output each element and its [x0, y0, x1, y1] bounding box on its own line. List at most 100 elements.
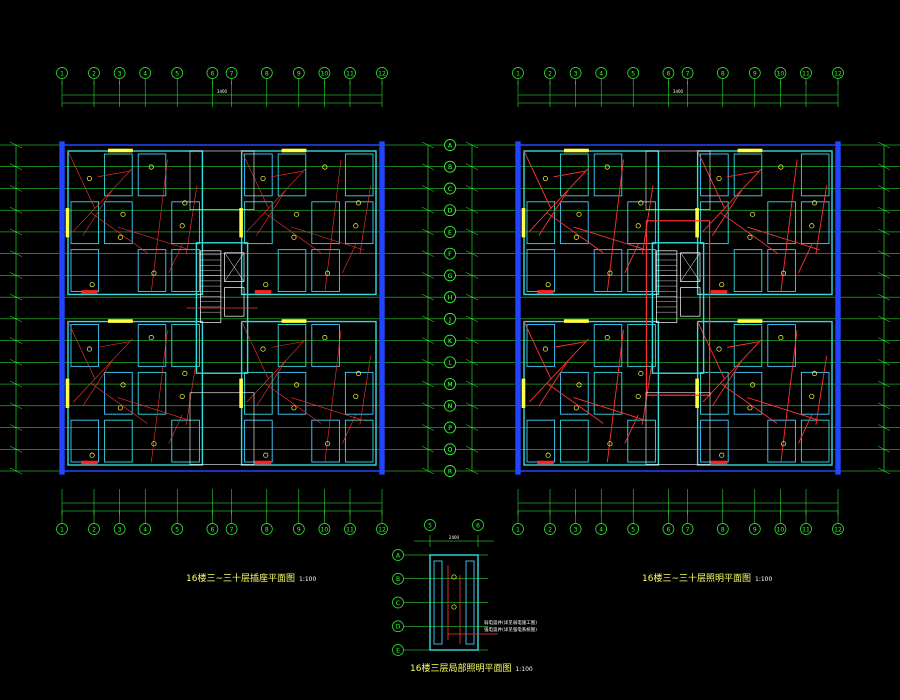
elevator-shaft	[224, 252, 245, 282]
axis-bubble-circle	[206, 523, 219, 535]
axis-bubble-label: B	[448, 164, 452, 171]
circuit-wire	[797, 414, 813, 444]
light-fixture-symbol	[545, 282, 551, 288]
detail-axis-bubble: 6	[472, 519, 484, 531]
circuit-wire	[185, 355, 198, 425]
axis-bubble-label: 5	[631, 70, 635, 77]
light-fixture-symbol	[573, 234, 579, 240]
detail-note-1: 弱电竖井(详见弱电施工图)	[484, 619, 537, 626]
axis-bubble-top: 1	[56, 67, 68, 79]
axis-bubble-label: E	[448, 229, 452, 236]
room-wall	[244, 201, 273, 245]
axis-bubble-label: 6	[210, 70, 214, 77]
circuit-wire	[720, 212, 778, 254]
axis-bubble-bottom: 4	[139, 523, 152, 535]
axis-bubble-label: 8	[265, 526, 269, 533]
light-fixture-symbol	[294, 211, 300, 217]
axis-bubble-label: 11	[346, 526, 354, 533]
axis-bubble-bottom: 10	[774, 523, 787, 535]
axis-bubble-bottom: 8	[716, 523, 729, 535]
balcony-mark	[81, 460, 98, 465]
axis-bubble-label: 5	[631, 526, 635, 533]
axis-bubble-top: 6	[662, 67, 675, 79]
axis-bubble-circle	[392, 620, 404, 633]
axis-bubble-top: 10	[318, 67, 331, 79]
room-wall	[767, 201, 796, 245]
light-fixture-symbol	[811, 200, 818, 206]
axis-bubble-circle	[444, 399, 456, 412]
axis-bubble-top: 8	[260, 67, 273, 79]
circuit-wire	[702, 338, 763, 403]
light-fixture-symbol	[355, 370, 362, 377]
circuit-wire	[90, 382, 148, 424]
room-wall	[311, 324, 340, 367]
light-fixture-symbol	[573, 405, 579, 411]
light-fixture-symbol	[117, 234, 123, 240]
axis-bubble-circle	[225, 523, 238, 535]
axis-bubble-bottom: 6	[206, 523, 219, 535]
light-fixture-symbol	[716, 175, 722, 182]
axis-bubble-label: D	[448, 208, 453, 215]
axis-bubble-bottom: 5	[627, 523, 640, 535]
room-wall	[627, 201, 656, 245]
axis-bubble-label: Q	[448, 447, 453, 454]
axis-bubble-circle	[113, 67, 126, 79]
axis-bubble-top: 9	[292, 67, 305, 79]
light-fixture-symbol	[322, 335, 328, 341]
circuit-wire	[538, 189, 569, 236]
detail-fixture-symbol	[451, 574, 457, 580]
light-fixture-symbol	[545, 452, 551, 458]
light-fixture-symbol	[638, 370, 644, 377]
axis-bubble-circle	[392, 572, 404, 585]
axis-bubble-bottom: 2	[88, 523, 100, 535]
axis-bubble-label: N	[448, 403, 453, 410]
axis-bubble-label: 8	[721, 70, 725, 77]
light-fixture-symbol	[151, 441, 157, 447]
light-fixture-symbol	[322, 164, 328, 170]
light-fixture-symbol	[809, 223, 815, 229]
room-wall	[800, 371, 830, 415]
light-fixture-symbol	[542, 175, 548, 182]
axis-bubble-label: D	[396, 624, 401, 631]
light-fixture-symbol	[86, 175, 92, 182]
elevator-shaft	[224, 287, 245, 317]
axis-bubble-circle	[627, 523, 640, 535]
room-wall	[311, 419, 340, 463]
circuit-wire	[342, 414, 357, 444]
axis-bubble-circle	[444, 160, 456, 173]
axis-bubble-circle	[444, 247, 456, 260]
apartment-unit-wall	[523, 320, 660, 466]
axis-bubble-circle	[292, 523, 305, 535]
axis-bubble-top: 7	[225, 67, 238, 79]
plan-2-scale: 1:100	[755, 576, 773, 583]
room-wall	[800, 153, 830, 197]
axis-bubble-left: P	[444, 421, 456, 434]
room-wall	[277, 249, 307, 292]
axis-bubble-bottom: 4	[595, 523, 608, 535]
circuit-wire	[553, 341, 586, 348]
circuit-wire	[67, 150, 96, 209]
window-mark	[521, 378, 526, 408]
room-wall	[733, 324, 763, 367]
room-wall	[344, 153, 374, 197]
axis-bubble-label: 11	[346, 70, 354, 77]
axis-bubble-label: 3	[118, 70, 122, 77]
light-fixture-symbol	[576, 211, 582, 217]
detail-dimension-total: 2400	[449, 535, 460, 540]
axis-bubble-left: R	[444, 465, 456, 477]
light-fixture-symbol	[781, 441, 787, 447]
light-fixture-symbol	[263, 282, 269, 288]
axis-bubble-label: 5	[175, 526, 179, 533]
axis-bubble-top: 5	[171, 67, 184, 79]
axis-bubble-circle	[424, 519, 436, 531]
light-fixture-symbol	[148, 335, 154, 341]
detail-note-2: 强电竖井(详见强电系统图)	[484, 626, 537, 633]
axis-bubble-top: 4	[139, 67, 152, 79]
axis-bubble-bottom: 11	[344, 523, 356, 535]
axis-bubble-top: 10	[774, 67, 787, 79]
outer-wall-right	[835, 141, 841, 475]
light-fixture-symbol	[294, 382, 300, 388]
axis-bubble-label: H	[448, 295, 453, 302]
